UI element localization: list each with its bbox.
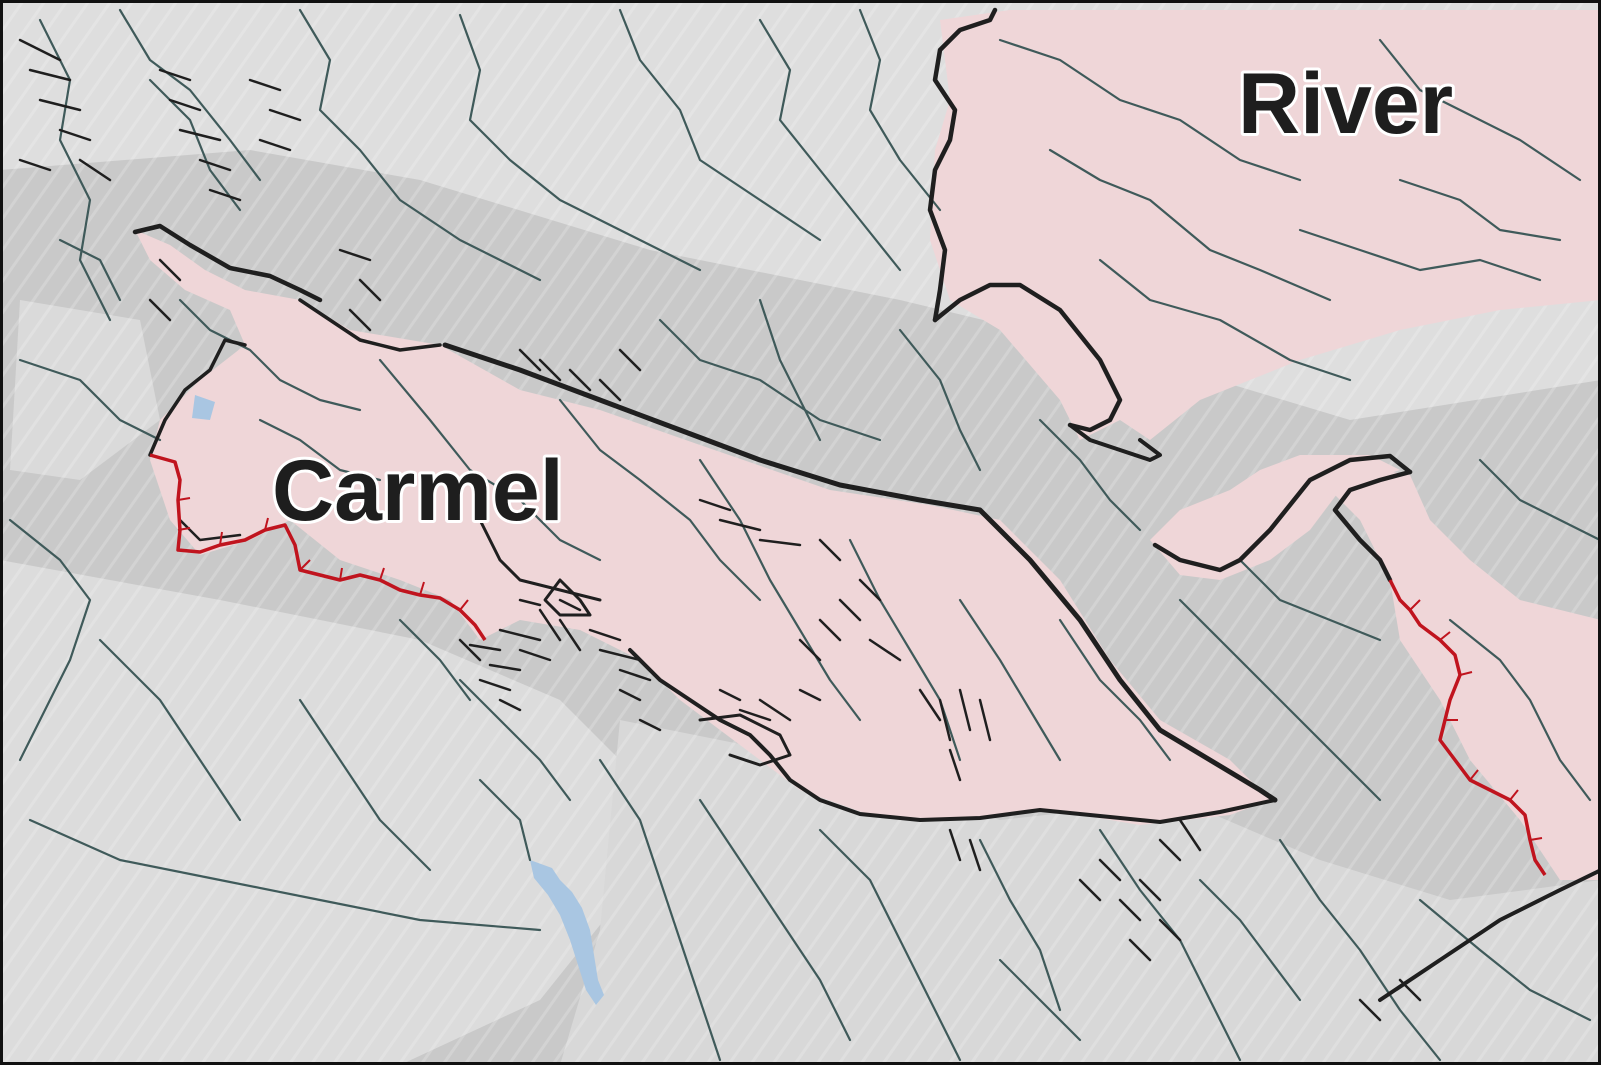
pink-land-areas — [135, 10, 1601, 880]
lake-small — [192, 395, 215, 420]
roads — [132, 7, 1601, 1002]
label-carmel: Carmel — [272, 443, 564, 539]
label-river: River — [1238, 56, 1453, 152]
boundary-ticks — [177, 497, 1543, 841]
boundary-lines — [149, 453, 1547, 876]
street-clusters — [18, 38, 1422, 1022]
streams — [8, 8, 1601, 1062]
reservoir — [530, 860, 604, 1005]
